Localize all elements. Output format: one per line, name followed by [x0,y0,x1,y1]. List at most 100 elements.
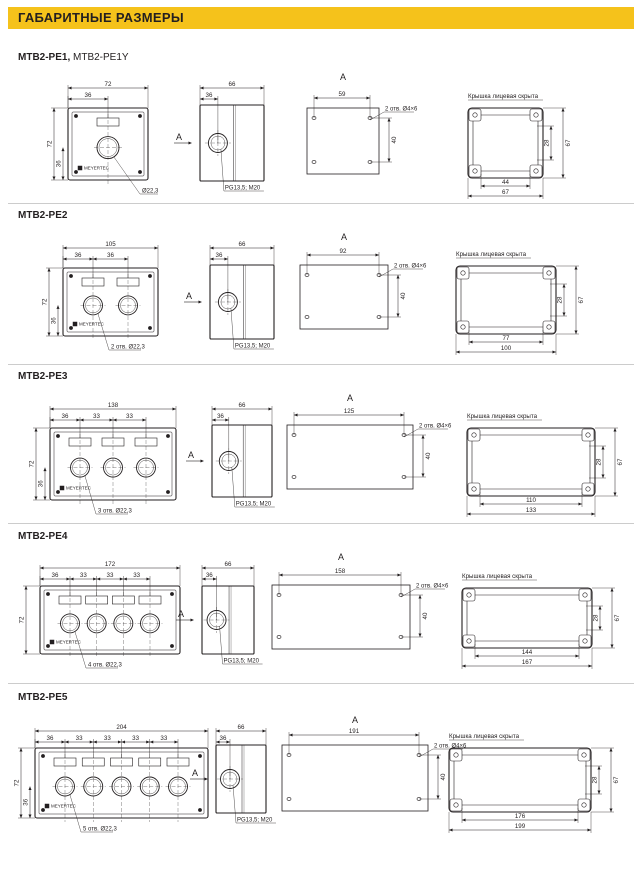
front-height-dim: 72 [14,747,35,819]
view-a-arrow: A [176,609,194,622]
corner-boss [467,428,481,442]
section-title-pe2: MTB2-PE2 [18,210,68,221]
dimension-label: 133 [526,507,537,514]
dimension-label: 33 [76,735,83,742]
enclosure-base-inner [453,754,587,806]
screw-icon [166,434,170,438]
arrowhead [76,418,80,422]
back-holes-dim: 125 [293,408,405,435]
dimension-label: 40 [391,136,398,143]
line [84,475,97,515]
front-button-offset-dim: 36 [38,467,47,500]
arrowhead [119,577,124,581]
arrowhead [561,108,565,112]
screw-icon [56,434,60,438]
arrowhead [268,407,272,411]
enclosure-back-outline [299,264,389,330]
arrowhead [561,174,565,178]
outer-height-dim: 67 [543,107,572,179]
dimension-label: 67 [578,296,585,303]
line [220,148,225,192]
dimension-label: 36 [75,252,82,259]
inner-height-dim: 28 [537,125,554,161]
line [231,466,235,508]
page-header-bar: ГАБАРИТНЫЕ РАЗМЕРЫ [8,7,634,29]
screw-icon [148,274,152,278]
front-button-offset-dim: 36 [56,147,65,180]
corner-boss [449,748,463,762]
dimension-label: 105 [105,241,116,248]
arrowhead [47,268,51,272]
arrowhead [56,305,60,309]
dimension-label: 2 отв. Ø4×6 [385,107,418,113]
arrowhead [449,828,453,832]
mount-holes [311,116,373,164]
dimension-label: 33 [93,413,100,420]
side-width-dim: 66 36 [201,561,255,620]
arrowhead [146,577,150,581]
cover-hidden-caption: Крышка лицевая скрыта [449,733,520,740]
arrowhead [549,156,553,160]
mount-holes [291,433,407,479]
dimension-label: 36 [206,572,213,579]
screw-hole-icon [460,270,466,276]
dimension-label: 36 [62,413,69,420]
outer-height-dim: 67 [592,587,621,649]
arrowhead [34,428,38,432]
dimension-label: 158 [335,568,346,575]
dimension-label: 67 [613,776,620,783]
arrowhead [213,577,217,581]
dimension-label: 66 [225,561,232,568]
screw-hole-icon [472,168,478,174]
line [403,428,419,438]
dimension-label: 36 [56,160,63,167]
dimension-label: 36 [51,317,58,324]
arrowhead [613,492,617,496]
screw-hole-icon [453,802,459,808]
mount-holes-leader: 2 отв. Ø4×6 [403,424,452,438]
dimension-label: 67 [502,189,509,196]
logo-icon: MEYERTEC [44,804,77,809]
arrowhead [418,595,422,599]
screw-hole-icon [581,802,587,808]
corner-boss [468,164,482,178]
arrowhead [574,818,578,822]
screw-icon [46,644,50,648]
arrowhead [176,566,180,570]
arrowhead [144,86,148,90]
arrowhead [200,86,204,90]
arrowhead [307,253,311,257]
mount-holes-leader: 2 отв. Ø4×6 [369,107,418,121]
mount-hole-icon [311,160,317,164]
screw-hole-icon [582,638,588,644]
screw-hole-icon [460,324,466,330]
back-height-dim: 40 [401,594,429,638]
dimension-label: 28 [557,296,564,303]
screw-hole-icon [546,270,552,276]
gland-leader: PG13,5; M20 [230,307,274,350]
dimension-label: 77 [503,335,510,342]
arrowhead [598,626,602,630]
arrowhead [35,740,39,744]
arrowhead [28,786,32,791]
arrowhead [24,586,28,590]
arrowhead [50,418,54,422]
enclosure-base-outline [466,427,596,497]
logo-icon: MEYERTEC [77,166,110,171]
arrowhead [366,96,370,100]
holes-leader: Ø22,3 [113,156,159,195]
front-height-dim: 72 [47,107,68,181]
arrowhead [34,496,38,500]
dimension-label: 44 [502,179,509,186]
screw-icon [170,592,174,596]
arrowhead [574,266,578,270]
dimension-label: 4 отв. Ø22,3 [88,663,122,669]
line [418,748,434,758]
dimension-label: 167 [522,659,533,666]
